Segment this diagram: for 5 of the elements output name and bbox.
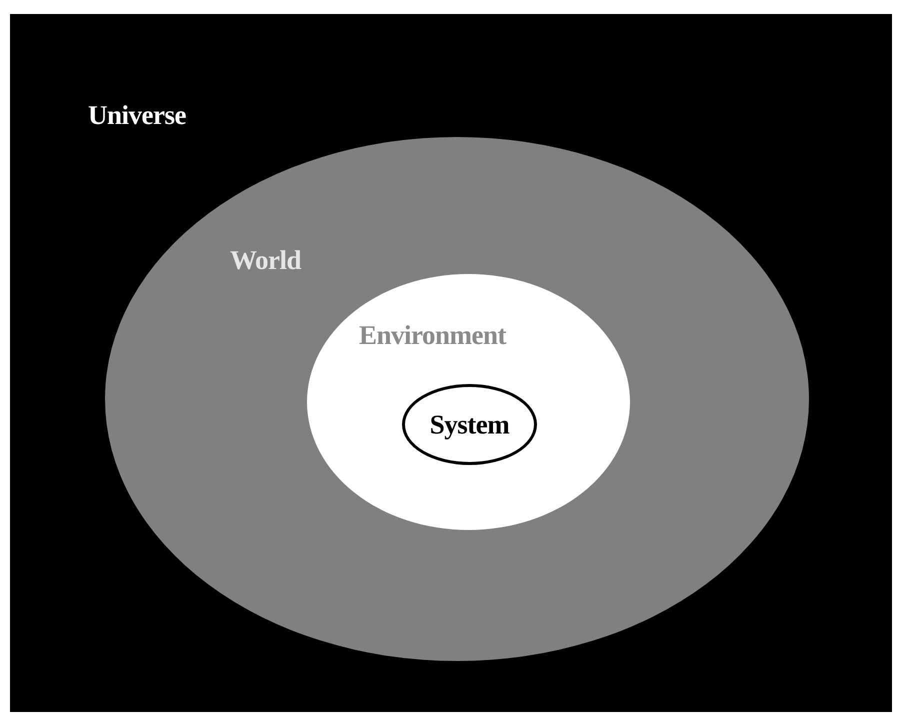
universe-background [10,14,892,712]
region-label: Universe [88,100,186,131]
region-label: Environment [359,320,506,351]
region-label: System [430,409,510,440]
region-label: World [230,245,302,276]
